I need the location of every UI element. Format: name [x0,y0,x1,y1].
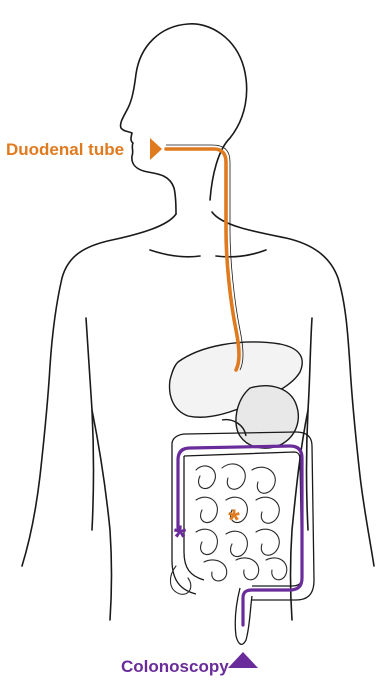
colonoscopy-route [178,446,302,625]
clavicle-left [150,250,200,257]
colonoscopy-label: Colonoscopy [121,658,229,675]
right-arm-inner [307,318,313,530]
small-bowel-asterisk-marker: * [228,504,240,537]
triangle-right-icon [150,138,162,160]
clavicle-right [216,250,266,257]
cecum-asterisk-marker: * [174,519,187,555]
duodenal-tube-label: Duodenal tube [6,141,124,158]
left-shoulder-outline [22,214,176,566]
duodenal-tube-route [166,149,239,370]
left-arm-inner [86,318,94,530]
triangle-up-icon [228,652,258,668]
torso-left [92,410,112,620]
